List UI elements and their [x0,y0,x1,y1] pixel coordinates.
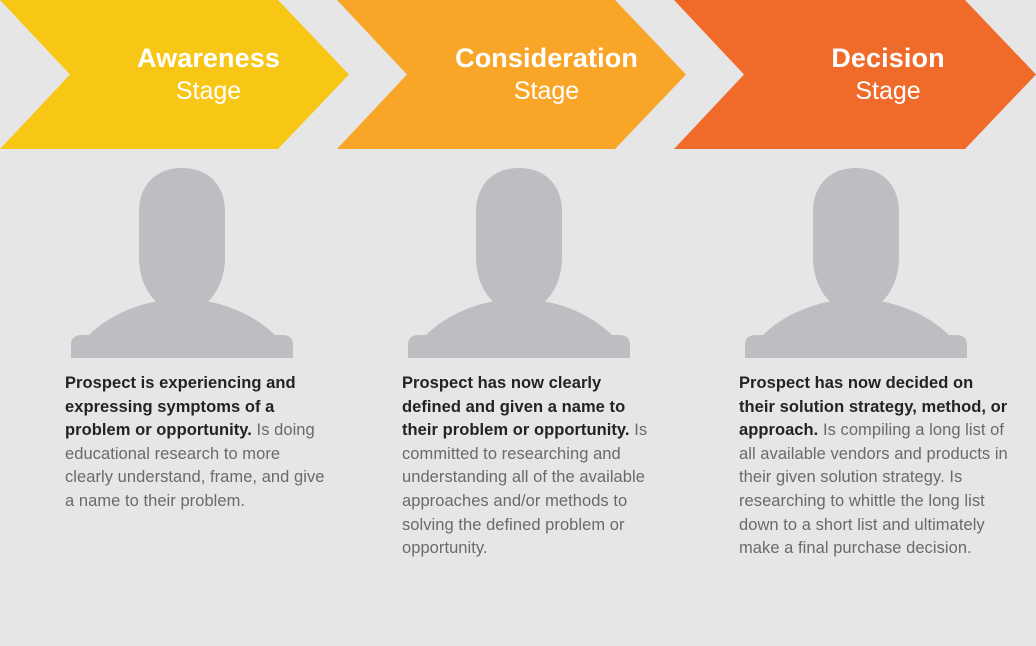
stage-title-consideration: Consideration [455,43,638,74]
stage-column-awareness: Prospect is experiencing and expressing … [65,149,327,514]
stage-description-body-consideration: Is committed to researching and understa… [402,421,648,558]
stage-subtitle-consideration: Stage [513,76,580,105]
stage-chevron-decision[interactable]: Decision Stage [674,0,1036,149]
stage-subtitle-awareness: Stage [175,76,242,105]
person-silhouette-icon [68,149,296,359]
stage-header-band: Awareness Stage Consideration Stage Deci… [0,0,1036,149]
stage-description-consideration: Prospect has now clearly defined and giv… [402,372,664,561]
stage-chevron-awareness[interactable]: Awareness Stage [0,0,349,149]
stage-chevron-consideration[interactable]: Consideration Stage [337,0,686,149]
stage-chevron-decision-label: Decision Stage [831,43,944,106]
stage-title-awareness: Awareness [137,43,280,74]
stage-description-lead-decision: Prospect has now decided on their soluti… [739,374,1008,440]
stage-columns: Prospect is experiencing and expressing … [0,149,1036,646]
person-silhouette-icon [742,149,970,359]
stage-column-consideration: Prospect has now clearly defined and giv… [402,149,664,561]
stage-description-body-awareness: Is doing educational research to more cl… [65,421,325,510]
stage-title-decision: Decision [831,43,945,74]
stage-description-lead-consideration: Prospect has now clearly defined and giv… [402,374,630,440]
person-silhouette-icon [405,149,633,359]
stage-chevron-awareness-label: Awareness Stage [137,43,280,106]
stage-description-decision: Prospect has now decided on their soluti… [739,372,1009,561]
stage-description-awareness: Prospect is experiencing and expressing … [65,372,327,514]
stage-subtitle-decision: Stage [855,76,921,105]
stage-chevron-consideration-label: Consideration Stage [455,43,638,106]
stage-column-decision: Prospect has now decided on their soluti… [739,149,1009,561]
stage-description-lead-awareness: Prospect is experiencing and expressing … [65,374,296,440]
stage-description-body-decision: Is compiling a long list of all availabl… [739,421,1008,558]
